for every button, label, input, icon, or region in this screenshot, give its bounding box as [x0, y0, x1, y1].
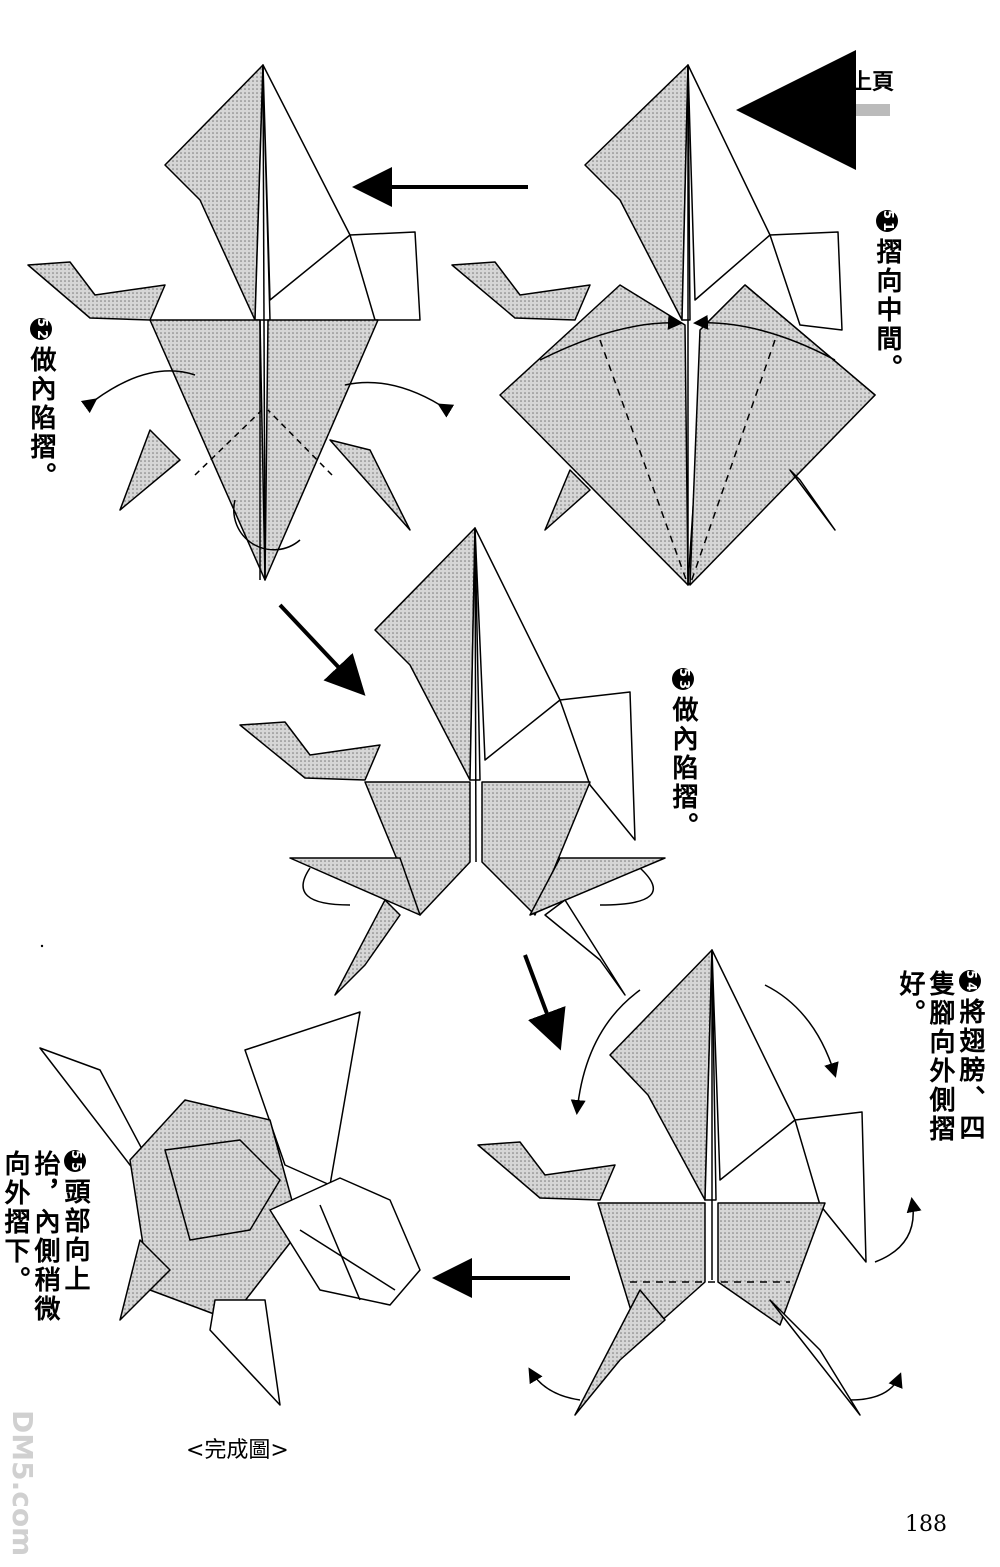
figure-step-52 [27, 64, 455, 581]
continued-from-previous-label: 接上頁 [828, 70, 895, 95]
step-55-label: 55頭部向上抬，內側稍微向外摺下。 [0, 1150, 90, 1340]
page-number: 188 [905, 1512, 947, 1537]
step-54-number: 54 [959, 970, 981, 994]
figure-step-54 [477, 949, 922, 1416]
step-55-instruction: 頭部向上抬，內側稍微向外摺下。 [0, 1150, 90, 1324]
figure-step-53 [239, 527, 666, 996]
step-53-number: 53 [672, 668, 694, 692]
step-51-number: 51 [876, 210, 898, 234]
figure-step-51 [451, 64, 876, 586]
arrow-53-to-54 [523, 954, 566, 1051]
finished-figure-caption: <完成圖> [186, 1438, 289, 1463]
step-53-instruction: 做內陷摺。 [668, 696, 698, 841]
step-55-number: 55 [64, 1150, 86, 1174]
step-52-number: 52 [30, 318, 52, 342]
step-52-instruction: 做內陷摺。 [26, 346, 56, 491]
step-53-label: 53 做內陷摺。 [668, 668, 698, 841]
watermark-logo: DM5.com [6, 1410, 39, 1557]
step-52-label: 52 做內陷摺。 [26, 318, 56, 491]
step-54-label: 54將翅膀、四隻腳向外側摺好。 [895, 970, 985, 1160]
figure-step-55-finished [39, 1011, 421, 1406]
step-51-label: 51 摺向中間。 [872, 210, 902, 383]
stray-dot [40, 944, 44, 948]
step-51-instruction: 摺向中間。 [872, 238, 902, 383]
arrow-52-to-53 [278, 603, 366, 696]
step-54-instruction: 將翅膀、四隻腳向外側摺好。 [895, 970, 985, 1144]
